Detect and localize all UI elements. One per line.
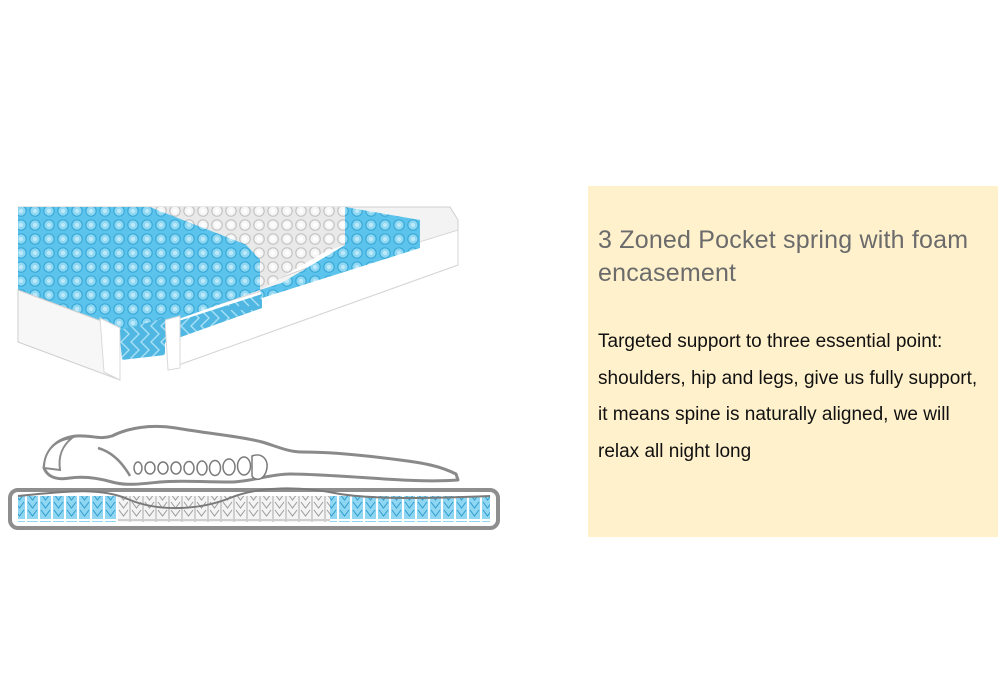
feature-description-panel: 3 Zoned Pocket spring with foam encaseme… [588, 186, 998, 537]
spine-icon [133, 454, 268, 480]
body-support-diagram [8, 424, 500, 530]
feature-description: Targeted support to three essential poin… [598, 331, 978, 462]
mattress-cutaway [17, 206, 459, 381]
feature-title: 3 Zoned Pocket spring with foam encaseme… [598, 226, 969, 287]
mattress-illustration [8, 206, 500, 530]
